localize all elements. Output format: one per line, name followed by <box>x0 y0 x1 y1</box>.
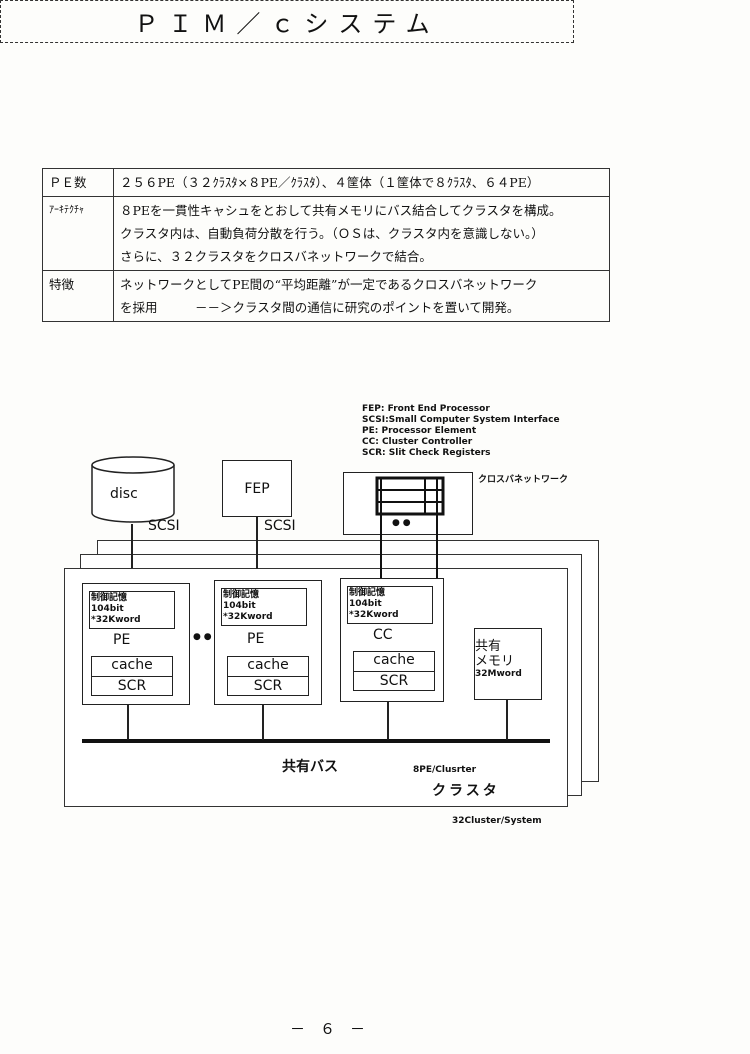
cell-line: ８PEを一貫性キャシュをとおして共有メモリにバス結合してクラスタを構成。 <box>120 203 562 218</box>
shared-bus-line <box>82 739 550 743</box>
page-title: ＰＩＭ／ｃシステム <box>0 0 574 43</box>
legend-item: SCR: Slit Check Registers <box>362 448 491 458</box>
row-header: 特徴 <box>42 270 114 322</box>
unit-name: CC <box>373 627 393 643</box>
shared-mem-line: 共有 <box>475 639 502 654</box>
spec-table: ＰＥ数 ２５６PE（３２ｸﾗｽﾀ×８PE／ｸﾗｽﾀ）、４筐体（１筐体で８ｸﾗｽﾀ、… <box>42 168 610 322</box>
row-header: ＰＥ数 <box>42 168 114 197</box>
cell-line: ２５６PE（３２ｸﾗｽﾀ×８PE／ｸﾗｽﾀ）、４筐体（１筐体で８ｸﾗｽﾀ、６４P… <box>120 175 540 190</box>
cache-box: cache <box>91 656 173 677</box>
cell-line: さらに、３２クラスタをクロスバネットワークで結合。 <box>120 249 432 264</box>
shared-mem-line: メモリ <box>475 654 515 669</box>
shared-memory-box: 共有 メモリ 32Mword <box>474 628 542 700</box>
table-row: 特徴ネットワークとしてPE間の“平均距離”が一定であるクロスバネットワークを採用… <box>42 270 610 322</box>
crossbar-switch-icon <box>375 476 445 581</box>
row-cell: ８PEを一貫性キャシュをとおして共有メモリにバス結合してクラスタを構成。クラスタ… <box>113 196 610 271</box>
scr-box: SCR <box>353 671 435 691</box>
cache-box: cache <box>227 656 309 677</box>
ellipsis-dots: ● ● <box>193 632 212 642</box>
legend-item: PE: Processor Element <box>362 426 477 436</box>
scsi-label: SCSI <box>264 518 296 534</box>
crossbar-label: クロスバネットワーク <box>478 475 569 485</box>
mem-line: 104bit <box>91 604 124 614</box>
mem-line: *32Kword <box>223 612 273 622</box>
cell-line: ネットワークとしてPE間の“平均距離”が一定であるクロスバネットワーク <box>120 277 538 292</box>
disc-label: disc <box>110 486 138 502</box>
scr-box: SCR <box>227 676 309 696</box>
row-cell: ２５６PE（３２ｸﾗｽﾀ×８PE／ｸﾗｽﾀ）、４筐体（１筐体で８ｸﾗｽﾀ、６４P… <box>113 168 610 197</box>
unit-name: PE <box>113 632 131 648</box>
row-cell: ネットワークとしてPE間の“平均距離”が一定であるクロスバネットワークを採用 －… <box>113 270 610 322</box>
scsi-line <box>131 524 133 568</box>
mem-line: 制御記憶 <box>223 590 260 600</box>
legend: FEP: Front End Processor SCSI:Small Comp… <box>362 404 560 459</box>
bus-connector <box>506 700 508 740</box>
ellipsis-dots: ● ● <box>392 518 411 528</box>
crossbar-network-box <box>343 472 473 535</box>
mem-line: 制御記憶 <box>91 593 128 603</box>
page-number: － ６ － <box>290 1020 366 1038</box>
legend-item: SCSI:Small Computer System Interface <box>362 415 560 425</box>
scsi-line <box>256 517 258 569</box>
shared-mem-size: 32Mword <box>475 669 522 679</box>
cluster-label: クラスタ <box>432 783 500 799</box>
mem-line: *32Kword <box>349 610 399 620</box>
pe-per-cluster-label: 8PE/Clusrter <box>413 765 477 775</box>
cache-box: cache <box>353 651 435 672</box>
cell-line: を採用 －－＞クラスタ間の通信に研究のポイントを置いて開発。 <box>120 300 520 315</box>
cluster-per-system-label: 32Cluster/System <box>452 816 542 826</box>
fep-box: FEP <box>222 460 292 517</box>
scr-box: SCR <box>91 676 173 696</box>
table-row: ＰＥ数 ２５６PE（３２ｸﾗｽﾀ×８PE／ｸﾗｽﾀ）、４筐体（１筐体で８ｸﾗｽﾀ、… <box>42 168 610 197</box>
mem-line: 104bit <box>223 601 256 611</box>
unit-name: PE <box>247 631 265 647</box>
cell-line: クラスタ内は、自動負荷分散を行う。（ＯＳは、クラスタ内を意識しない。） <box>120 226 544 241</box>
mem-line: *32Kword <box>91 615 141 625</box>
row-header: ｱｰｷﾃｸﾁｬ <box>42 196 114 271</box>
legend-item: FEP: Front End Processor <box>362 404 490 414</box>
disc-icon <box>91 456 175 523</box>
legend-item: CC: Cluster Controller <box>362 437 473 447</box>
bus-connector <box>262 705 264 740</box>
mem-line: 104bit <box>349 599 382 609</box>
bus-connector <box>127 705 129 740</box>
scsi-label: SCSI <box>148 518 180 534</box>
bus-connector <box>387 702 389 740</box>
bus-label: 共有バス <box>282 759 338 775</box>
mem-line: 制御記憶 <box>349 588 386 598</box>
